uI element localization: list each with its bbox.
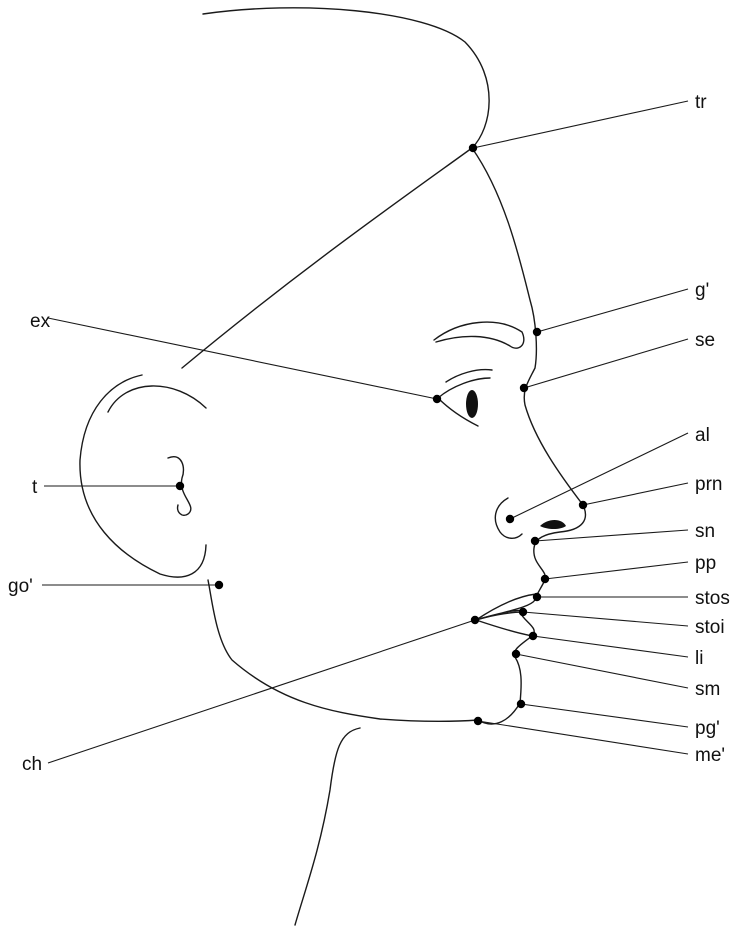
landmark-ch: ch: [22, 615, 480, 775]
landmark-point-go: [214, 580, 224, 590]
landmark-go: go': [8, 576, 224, 597]
eye-lid-crease: [445, 368, 493, 383]
hairline-outline: [181, 147, 473, 369]
eyebrow-outline: [433, 321, 525, 349]
landmark-se: se: [519, 330, 715, 393]
landmark-point-me: [473, 716, 483, 726]
leader-line-sn: [534, 529, 689, 542]
landmark-point-pg: [516, 699, 526, 709]
landmark-point-t: [175, 481, 185, 491]
upper-lip-outline: [475, 593, 537, 621]
landmark-point-sn: [530, 536, 540, 546]
landmark-label-me: me': [695, 745, 725, 766]
jaw-outline: [207, 579, 479, 723]
landmark-label-g: g': [695, 280, 709, 301]
landmark-point-tr: [468, 143, 478, 153]
landmark-point-ch: [470, 615, 480, 625]
landmark-g: g': [532, 280, 709, 337]
leader-line-li: [532, 635, 689, 658]
leader-line-stoi: [522, 611, 689, 627]
leader-line-me: [477, 720, 689, 755]
landmark-t: t: [32, 477, 185, 498]
leader-line-ex: [47, 317, 438, 400]
landmark-point-prn: [578, 500, 588, 510]
landmark-point-se: [519, 383, 529, 393]
landmark-pp: pp: [540, 553, 716, 584]
landmark-point-pp: [540, 574, 550, 584]
landmark-stos: stos: [532, 588, 730, 609]
leader-line-prn: [582, 482, 689, 506]
landmark-point-stos: [532, 592, 542, 602]
landmark-label-al: al: [695, 425, 710, 446]
landmark-label-prn: prn: [695, 474, 722, 495]
landmark-me: me': [473, 716, 725, 766]
landmark-ex: ex: [30, 311, 442, 404]
landmark-pg: pg': [516, 699, 720, 739]
eye-lower-lid: [437, 397, 479, 427]
hair-outline: [202, 7, 490, 149]
landmark-label-sn: sn: [695, 521, 715, 542]
landmark-label-t: t: [32, 477, 38, 498]
landmark-point-sm: [511, 649, 521, 659]
landmark-label-tr: tr: [695, 92, 707, 113]
landmark-point-li: [528, 631, 538, 641]
landmark-label-go: go': [8, 576, 33, 597]
landmark-point-g: [532, 327, 542, 337]
landmark-prn: prn: [578, 474, 722, 510]
landmark-sn: sn: [530, 521, 715, 546]
landmark-point-stoi: [518, 607, 528, 617]
leader-line-se: [523, 338, 689, 389]
eye-upper-lid: [437, 377, 491, 399]
leader-line-ch: [47, 619, 476, 764]
landmark-layer: tr g' se al prn sn pp stos stoi li sm pg' me' ex t go' c…: [8, 92, 730, 775]
neck-front-outline: [294, 727, 361, 926]
landmark-al: al: [505, 425, 710, 524]
landmark-label-pg: pg': [695, 718, 720, 739]
pupil: [466, 390, 478, 418]
landmark-label-se: se: [695, 330, 715, 351]
lower-lip-outline: [475, 619, 534, 637]
landmark-label-ex: ex: [30, 311, 51, 332]
landmark-point-ex: [432, 394, 442, 404]
leader-line-g: [536, 288, 689, 333]
leader-line-sm: [515, 653, 689, 689]
landmark-sm: sm: [511, 649, 720, 700]
face-profile-drawing: [79, 7, 587, 926]
landmark-tr: tr: [468, 92, 707, 153]
nose-ala-outline: [494, 497, 523, 539]
landmark-label-pp: pp: [695, 553, 716, 574]
leader-line-pp: [544, 561, 689, 580]
leader-line-tr: [472, 100, 689, 149]
ear-tragus-outline: [167, 456, 192, 516]
profile-outline: [471, 147, 587, 725]
landmark-label-ch: ch: [22, 754, 42, 775]
landmark-label-stoi: stoi: [695, 617, 725, 638]
landmark-label-stos: stos: [695, 588, 730, 609]
nostril: [540, 520, 566, 529]
leader-line-al: [509, 432, 689, 520]
ear-outline: [79, 374, 207, 578]
landmark-label-li: li: [695, 648, 703, 669]
landmark-stoi: stoi: [518, 607, 725, 638]
landmark-li: li: [528, 631, 703, 669]
leader-line-pg: [520, 703, 689, 728]
landmark-point-al: [505, 514, 515, 524]
ear-inner-outline: [107, 385, 207, 413]
landmark-label-sm: sm: [695, 679, 720, 700]
